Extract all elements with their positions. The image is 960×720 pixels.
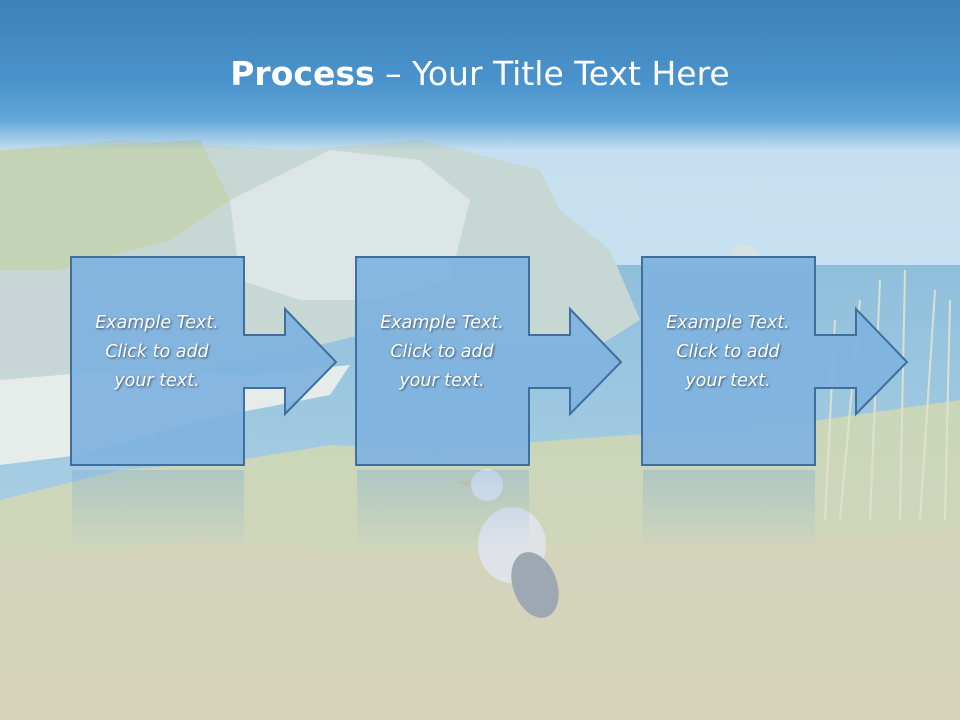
- arrow-shape-1: [70, 256, 338, 466]
- arrow-shape-2: [355, 256, 623, 466]
- step-1-line-3: your text.: [114, 371, 200, 391]
- step-2-line-2: Click to add: [390, 342, 494, 362]
- step-1-line-1: Example Text.: [95, 313, 219, 333]
- step-2-text: Example Text. Click to add your text.: [360, 309, 524, 396]
- title-bar: [0, 0, 960, 150]
- title-bold-text: Process: [230, 54, 375, 93]
- process-step-1[interactable]: Example Text. Click to add your text.: [70, 256, 341, 467]
- step-2-reflection: [357, 470, 529, 550]
- arrow-shape-3: [641, 256, 909, 466]
- step-2-line-1: Example Text.: [380, 313, 504, 333]
- step-3-text: Example Text. Click to add your text.: [646, 309, 810, 396]
- title-rest-text: – Your Title Text Here: [374, 54, 730, 93]
- step-1-text: Example Text. Click to add your text.: [75, 309, 239, 396]
- step-3-reflection: [643, 470, 815, 550]
- step-1-line-2: Click to add: [105, 342, 209, 362]
- step-1-reflection: [72, 470, 244, 550]
- slide-title[interactable]: Process – Your Title Text Here: [0, 54, 960, 94]
- process-step-2[interactable]: Example Text. Click to add your text.: [355, 256, 626, 467]
- step-2-line-3: your text.: [399, 371, 485, 391]
- step-3-line-2: Click to add: [676, 342, 780, 362]
- step-3-line-1: Example Text.: [666, 313, 790, 333]
- process-step-3[interactable]: Example Text. Click to add your text.: [641, 256, 912, 467]
- step-3-line-3: your text.: [685, 371, 771, 391]
